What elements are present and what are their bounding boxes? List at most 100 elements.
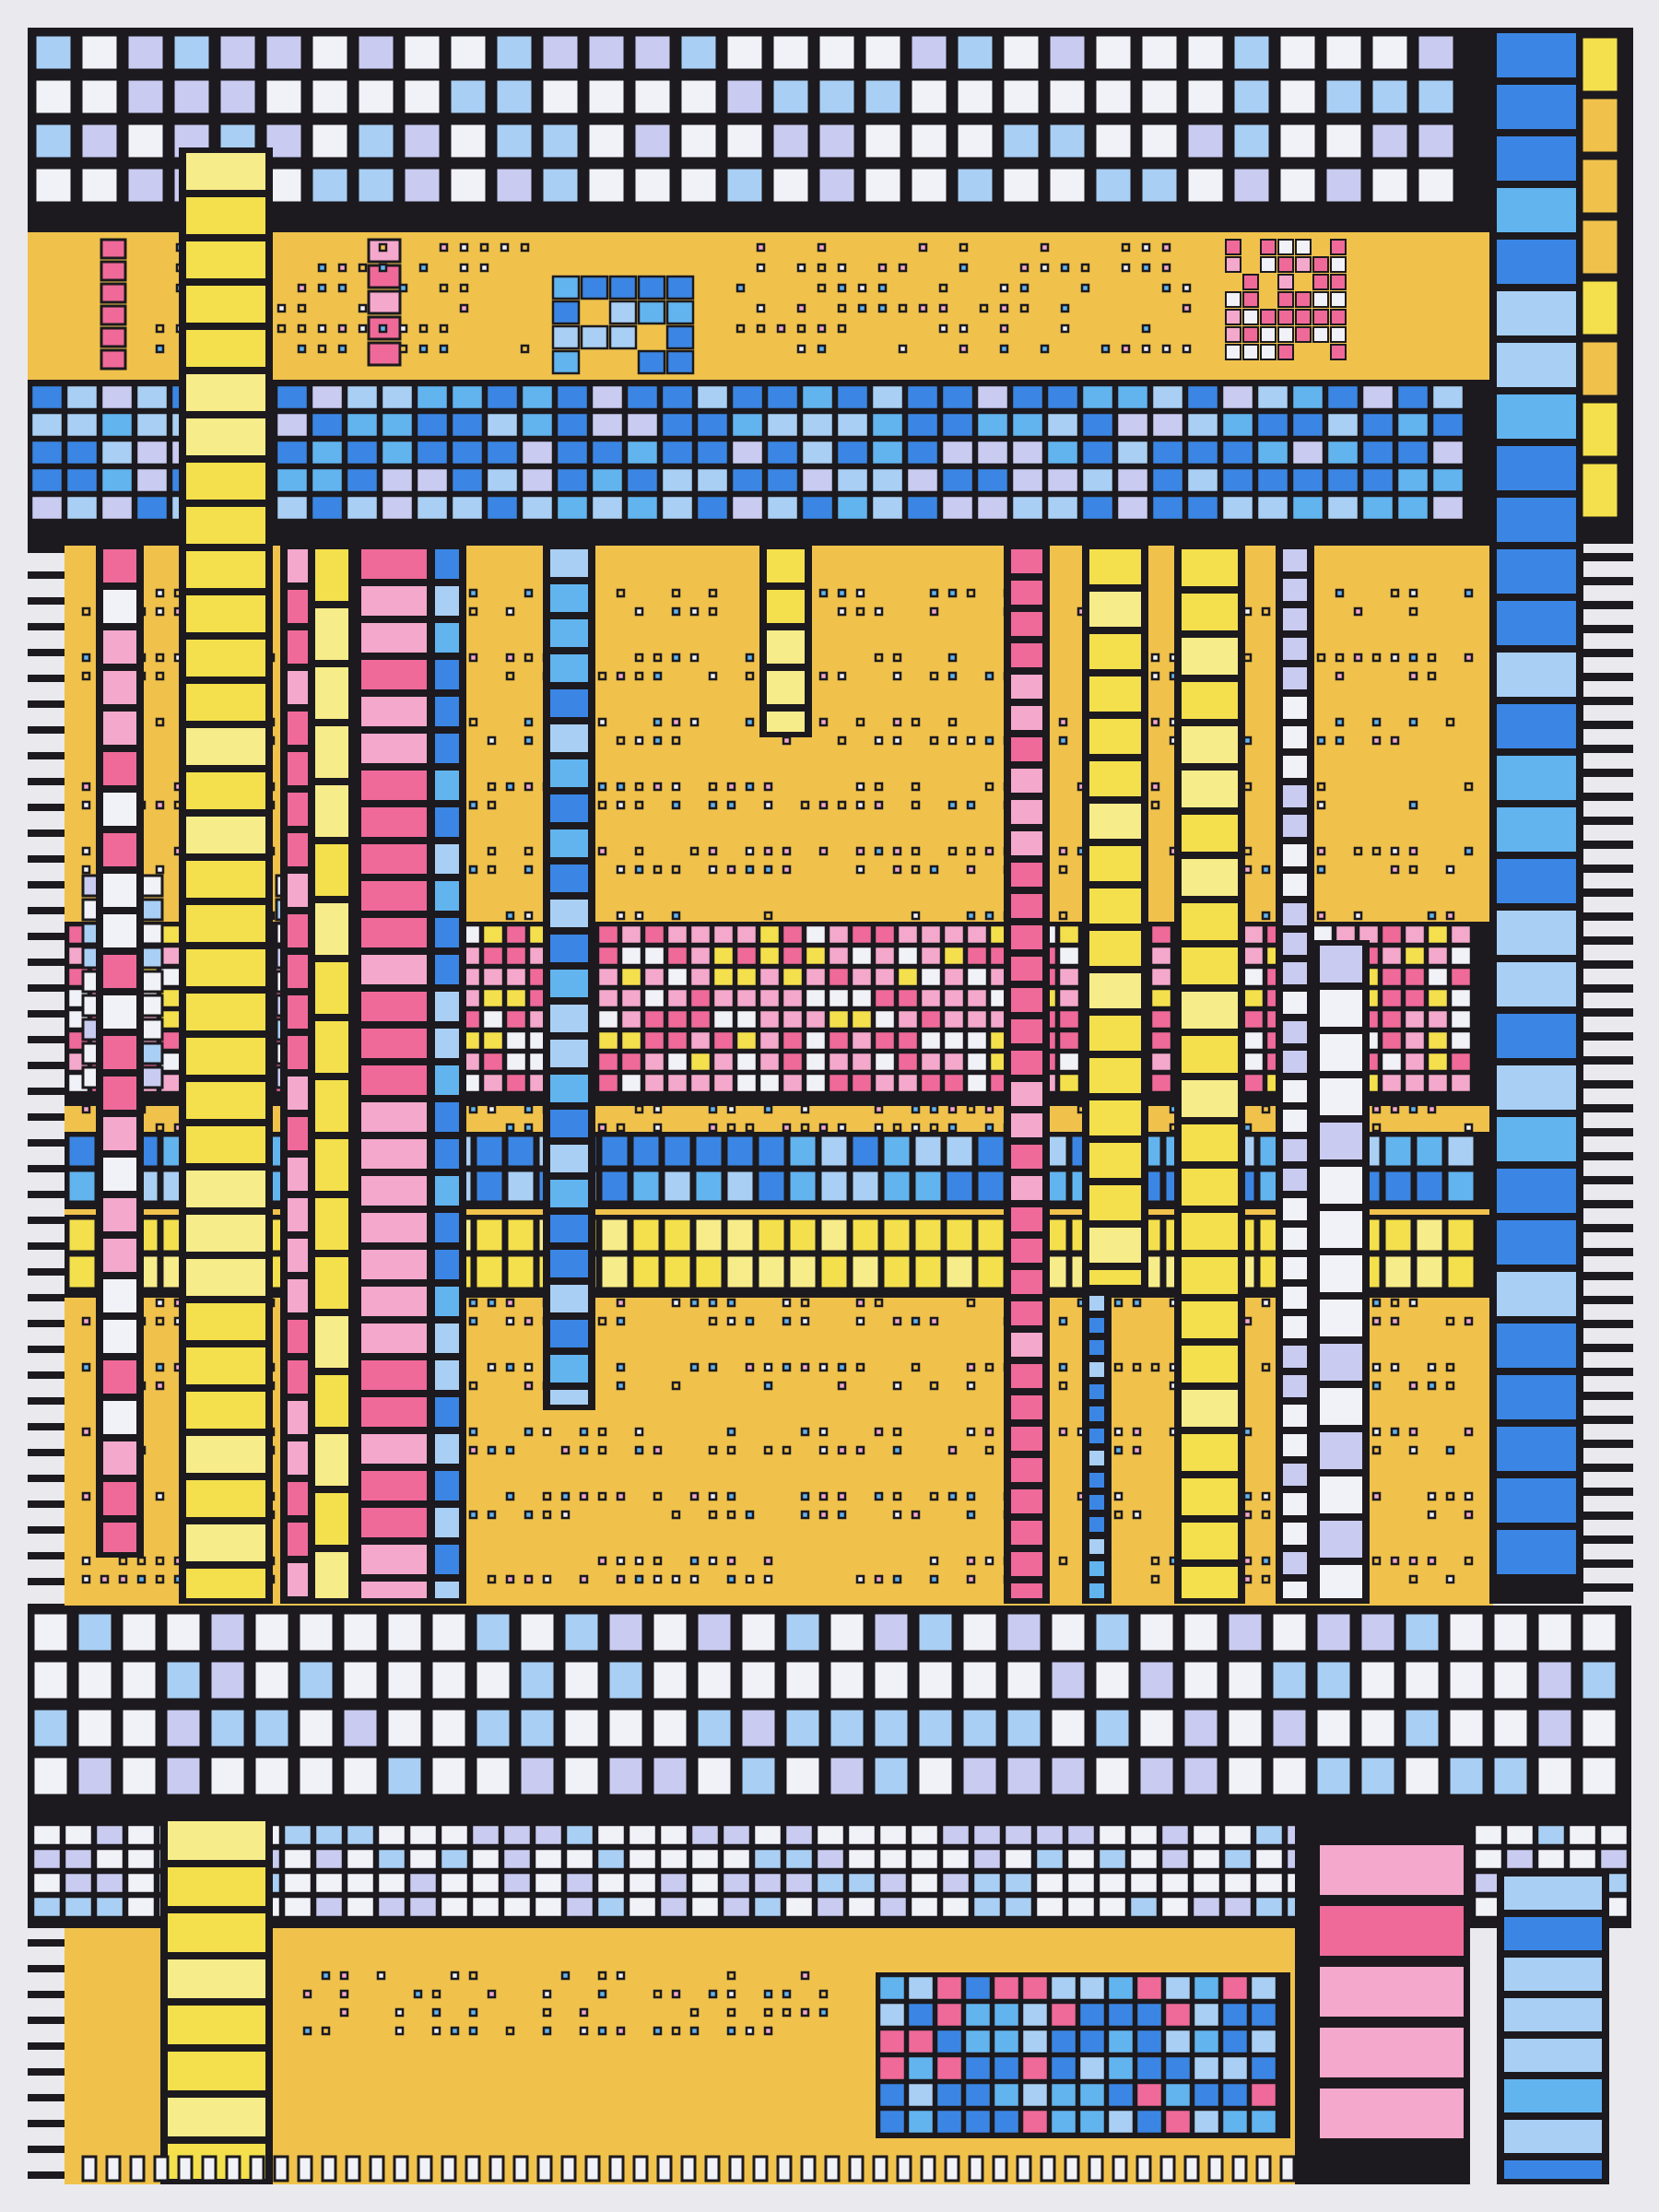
tile [877, 1871, 909, 1895]
dot-tile [597, 1445, 607, 1455]
tile [1290, 411, 1325, 439]
column-tile [1493, 1217, 1580, 1268]
dot-tile [1390, 1316, 1400, 1326]
tile [877, 1847, 909, 1871]
dot-tile [155, 344, 165, 354]
tile [66, 1217, 98, 1253]
tile [944, 1134, 975, 1169]
column-tile [431, 877, 463, 914]
column-tile [182, 680, 269, 724]
tile [724, 33, 765, 72]
tile [992, 2054, 1021, 2082]
dot-tile [524, 1574, 534, 1584]
dot-tile [1445, 1316, 1455, 1326]
base-tile [848, 2155, 865, 2183]
tile [1106, 1974, 1135, 2002]
tile [1426, 966, 1450, 988]
dot-tile [1427, 1362, 1437, 1372]
dot-tile [378, 324, 388, 334]
tile [758, 945, 782, 967]
tile [905, 411, 940, 439]
dot-tile [782, 1989, 792, 1999]
dot-tile [1408, 865, 1418, 875]
tile [804, 924, 828, 946]
tile [33, 166, 74, 205]
dot-tile [1390, 1362, 1400, 1372]
dot-tile [782, 846, 792, 856]
tile [1135, 2081, 1164, 2109]
tile [450, 439, 485, 466]
tile [1001, 122, 1041, 160]
dot-tile [671, 865, 681, 875]
tile [1225, 239, 1241, 255]
tile [1312, 274, 1329, 290]
tile [415, 411, 450, 439]
tile [596, 1008, 620, 1030]
column-tile [1086, 842, 1145, 885]
tile [1185, 77, 1226, 116]
column-tile [1500, 2157, 1606, 2183]
tile [975, 439, 1010, 466]
dot-tile [929, 1556, 939, 1566]
column-tile [358, 1430, 430, 1467]
tile [1225, 256, 1241, 273]
tile [771, 33, 811, 72]
edge-line [1578, 1344, 1633, 1352]
tile [877, 1895, 909, 1919]
dot-tile [800, 2007, 810, 2018]
base-tile [465, 2155, 481, 2183]
tile [963, 1974, 993, 2002]
dot-tile [524, 1316, 534, 1326]
tile [481, 1072, 505, 1094]
tile [765, 383, 800, 411]
tile [756, 1253, 787, 1290]
tile [771, 122, 811, 160]
base-tile [656, 2155, 673, 2183]
column-tile [100, 1397, 140, 1438]
column-tile [1086, 715, 1145, 758]
column-tile [312, 1018, 352, 1077]
tile [1045, 494, 1080, 522]
base-tile [896, 2155, 912, 2183]
column-tile [1279, 1578, 1311, 1602]
column-tile [1178, 723, 1241, 767]
tile [356, 122, 396, 160]
tile [1449, 1008, 1473, 1030]
dot-tile [297, 303, 307, 313]
dot-tile [468, 588, 478, 598]
tile [415, 439, 450, 466]
base-tile [129, 2155, 146, 2183]
dot-tile [708, 606, 718, 617]
base-tile [273, 2155, 289, 2183]
tile [940, 1895, 971, 1919]
tile [975, 411, 1010, 439]
column-tile [182, 282, 269, 326]
tile [590, 494, 625, 522]
tile [1445, 1169, 1477, 1204]
base-tile [608, 2155, 625, 2183]
edge-line [1578, 1128, 1633, 1136]
column-tile [1007, 608, 1046, 640]
tile [1325, 383, 1360, 411]
base-tile [153, 2155, 170, 2183]
tile [724, 77, 765, 116]
tile [1001, 166, 1041, 205]
tile [651, 1659, 689, 1701]
column-tile [1500, 2076, 1606, 2116]
tile [619, 1030, 643, 1052]
dot-tile [689, 846, 700, 856]
tile [1231, 33, 1272, 72]
column-tile [1279, 841, 1311, 870]
tile [1077, 2001, 1107, 2029]
column-tile [431, 1430, 463, 1467]
dot-tile [542, 1574, 552, 1584]
dot-tile [297, 344, 307, 354]
column-tile [547, 686, 592, 721]
tile [1260, 344, 1277, 360]
tile [665, 1030, 689, 1052]
tile [850, 1008, 874, 1030]
dot-tile [892, 671, 902, 681]
dot-tile [1261, 1104, 1271, 1114]
tile [944, 1253, 975, 1290]
edge-line [1578, 1392, 1633, 1400]
